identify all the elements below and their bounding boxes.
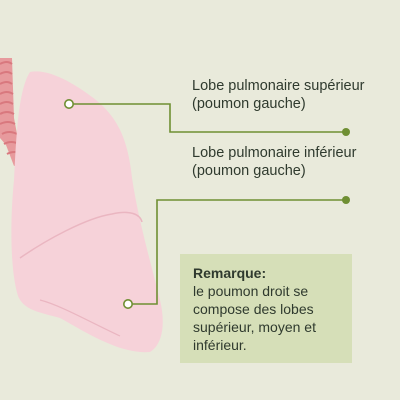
lung-lower-fold bbox=[39, 299, 121, 337]
lung-left bbox=[11, 71, 163, 353]
pointer-inferior bbox=[123, 196, 350, 309]
note-text: le poumon droit se compose des lobes sup… bbox=[193, 283, 316, 353]
label-superior-lobe: Lobe pulmonaire supérieur (poumon gauche… bbox=[192, 78, 365, 112]
note-box: Remarque: le poumon droit se compose des… bbox=[180, 254, 352, 363]
note-title: Remarque: bbox=[193, 265, 267, 281]
lung-fissure bbox=[19, 211, 143, 259]
pointer-superior bbox=[64, 99, 350, 136]
label-inferior-lobe: Lobe pulmonaire inférieur (poumon gauche… bbox=[192, 145, 357, 179]
